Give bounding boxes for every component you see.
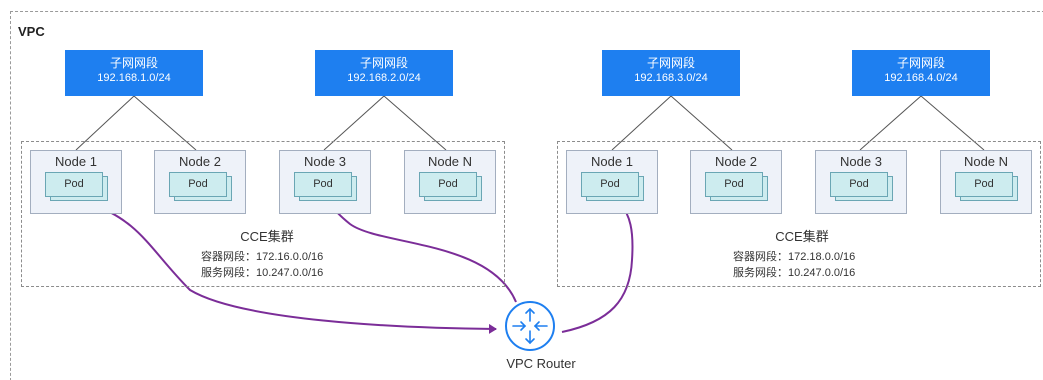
node-name: Node 3 (840, 154, 882, 169)
subnet-box-1: 子网网段 192.168.1.0/24 (65, 50, 203, 96)
pod: Pod (705, 172, 763, 197)
node-card: Node 2 Pod (154, 150, 246, 214)
node-name: Node 1 (591, 154, 633, 169)
node-card: Node 3 Pod (279, 150, 371, 214)
node-name: Node 3 (304, 154, 346, 169)
pod: Pod (169, 172, 227, 197)
node-name: Node N (963, 154, 1009, 169)
subnet-title: 子网网段 (359, 56, 408, 70)
subnet-cidr: 192.168.3.0/24 (634, 72, 708, 84)
node-card: Node 1 Pod (566, 150, 658, 214)
subnet-title: 子网网段 (896, 56, 945, 70)
pod: Pod (581, 172, 639, 197)
pod: Pod (294, 172, 352, 197)
node-name: Node 2 (715, 154, 757, 169)
container-segment: 容器网段：172.16.0.0/16 (201, 251, 324, 263)
node-name: Node 1 (55, 154, 97, 169)
route-pod1-to-router (87, 202, 497, 334)
node-card: Node 3 Pod (815, 150, 907, 214)
cce-cluster-left (21, 141, 505, 287)
subnet-cidr: 192.168.1.0/24 (97, 72, 171, 84)
node-card: Node 1 Pod (30, 150, 122, 214)
subnet-cidr: 192.168.2.0/24 (347, 72, 421, 84)
router-icon (505, 301, 555, 351)
node-card: Node 2 Pod (690, 150, 782, 214)
vpc-label: VPC (18, 24, 45, 39)
cluster-title: CCE集群 (240, 229, 294, 244)
pod: Pod (830, 172, 888, 197)
subnet-box-4: 子网网段 192.168.4.0/24 (852, 50, 990, 96)
subnet-box-3: 子网网段 192.168.3.0/24 (602, 50, 740, 96)
node-card: Node N Pod (404, 150, 496, 214)
container-segment: 容器网段：172.18.0.0/16 (733, 251, 856, 263)
pod: Pod (419, 172, 477, 197)
subnet-title: 子网网段 (646, 56, 695, 70)
pod: Pod (45, 172, 103, 197)
vpc-boundary (10, 11, 1043, 380)
service-segment: 服务网段：10.247.0.0/16 (201, 267, 324, 279)
pod: Pod (955, 172, 1013, 197)
node-name: Node 2 (179, 154, 221, 169)
router-label: VPC Router (506, 356, 576, 371)
cluster-title: CCE集群 (775, 229, 829, 244)
node-card: Node N Pod (940, 150, 1032, 214)
subnet-box-2: 子网网段 192.168.2.0/24 (315, 50, 453, 96)
subnet-cidr: 192.168.4.0/24 (884, 72, 958, 84)
route-router-to-right-pod1 (561, 202, 634, 333)
subnet-title: 子网网段 (109, 56, 158, 70)
cce-cluster-right (557, 141, 1041, 287)
service-segment: 服务网段：10.247.0.0/16 (733, 267, 856, 279)
node-name: Node N (427, 154, 473, 169)
